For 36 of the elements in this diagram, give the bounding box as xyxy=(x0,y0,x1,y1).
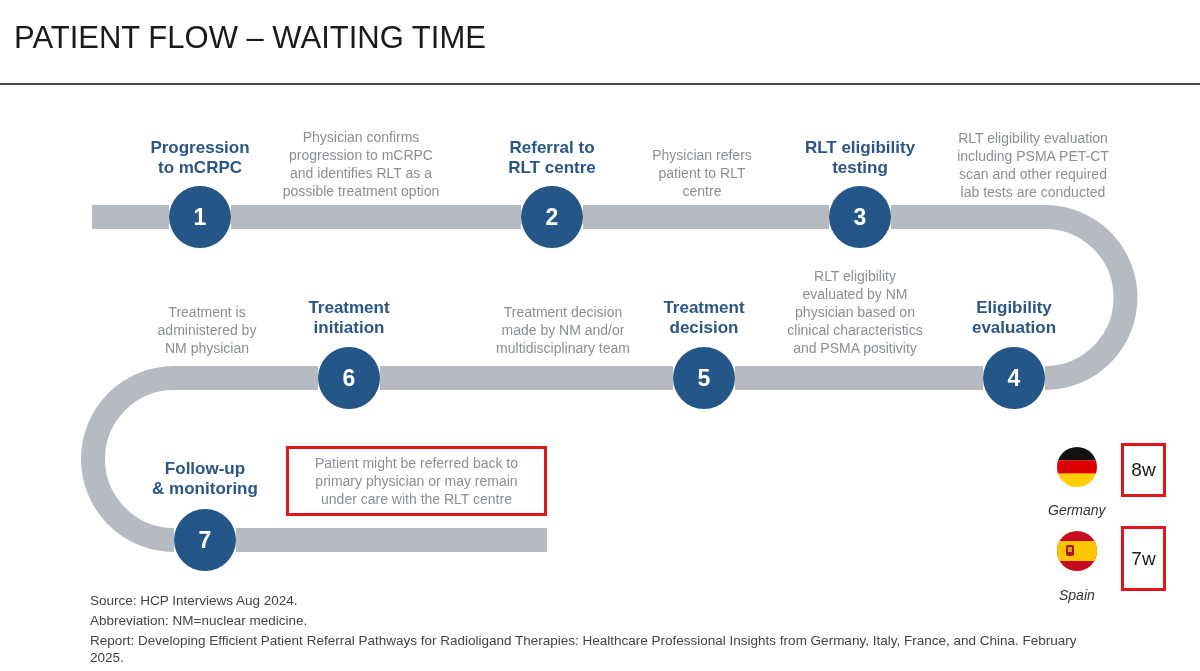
waiting-time-value: 7w xyxy=(1131,547,1156,570)
step-heading: Referral to RLT centre xyxy=(507,138,597,178)
country-name: Germany xyxy=(1048,502,1107,518)
road-path xyxy=(231,205,521,229)
step-description: RLT eligibility evaluated by NM physician based on clinical characteristics and PSMA positivity xyxy=(786,267,924,357)
step-description: Treatment is administered by NM physician xyxy=(156,303,258,357)
page-title: PATIENT FLOW – WAITING TIME xyxy=(14,20,486,56)
step-number: 6 xyxy=(342,365,356,391)
step-number: 3 xyxy=(853,204,867,230)
step-heading: RLT eligibility testing xyxy=(803,138,917,178)
step-description: Physician confirms progression to mCRPC and identifies RLT as a possible treatment option xyxy=(281,128,441,200)
step-number: 5 xyxy=(697,365,711,391)
step-number: 1 xyxy=(193,204,207,230)
step-number: 2 xyxy=(545,204,559,230)
footnote: Source: HCP Interviews Aug 2024. xyxy=(90,592,299,609)
road-path xyxy=(380,366,673,390)
step-description: RLT eligibility evaluation including PSMA PET-CT scan and other required lab tests are conducted xyxy=(956,129,1110,201)
callout-text: Patient might be referred back to primary physician or may remain under care with the RLT centre xyxy=(313,454,520,508)
step-number: 7 xyxy=(198,527,212,553)
footnote: Abbreviation: NM=nuclear medicine. xyxy=(90,612,309,629)
step-heading: Progression to mCRPC xyxy=(149,138,251,178)
country-name: Spain xyxy=(1059,587,1096,603)
step-description: Physician refers patient to RLT centre xyxy=(651,146,753,200)
road-path xyxy=(583,205,829,229)
step-number: 4 xyxy=(1007,365,1021,391)
road-path xyxy=(236,528,547,552)
step-heading: Follow-up & monitoring xyxy=(151,459,259,499)
callout-box xyxy=(286,446,547,516)
road-path xyxy=(735,366,983,390)
step-heading: Treatment decision xyxy=(662,298,746,338)
footnote: Report: Developing Efficient Patient Referral Pathways for Radioligand Therapies: Healthcare Professional Insights from Germany, Italy, France, and China. February 2025. xyxy=(90,632,1078,666)
step-heading: Treatment initiation xyxy=(307,298,391,338)
road-path xyxy=(92,205,169,229)
step-description: Treatment decision made by NM and/or multidisciplinary team xyxy=(495,303,631,357)
waiting-time-value: 8w xyxy=(1131,459,1156,481)
step-heading: Eligibility evaluation xyxy=(970,298,1058,338)
